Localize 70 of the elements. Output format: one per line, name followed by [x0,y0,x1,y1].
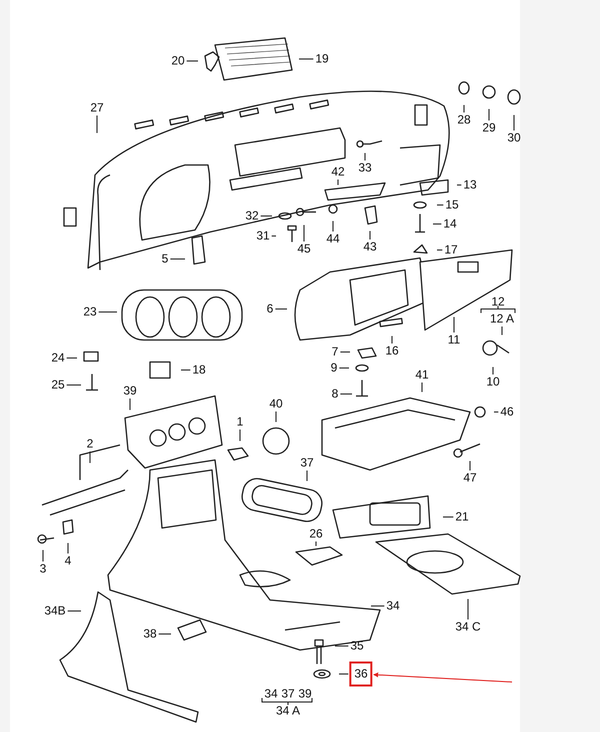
leader-line [42,550,44,562]
callout-number: 44 [325,232,341,246]
callout-number: 38 [142,628,158,640]
callout-number: 29 [481,122,497,134]
callout-number: 40 [268,398,284,410]
callout-number: 7 [330,346,340,358]
callout-number: 9 [330,362,338,374]
leader-line [442,516,454,518]
callout-number: 25 [50,378,66,392]
callout-number: 3 [38,562,48,576]
callout-number: 20 [170,54,186,68]
callout-number: 23 [82,306,98,318]
leader-line [488,108,490,121]
callout-number: 31 [255,230,271,242]
callout-number: 12 A [488,312,516,326]
callout-number: 14 [442,218,458,230]
callout-number: 39 [298,688,312,700]
leader-line [96,115,98,134]
leader-line [456,184,462,186]
callout-number: 37 [299,456,315,470]
leader-line [306,470,308,482]
callout-number: 16 [384,344,400,358]
leader-line [492,366,494,375]
callout-number: 46 [499,406,515,418]
leader-line [274,308,288,310]
callout-number: 27 [89,102,105,114]
callout-number: 43 [362,240,378,254]
callout-number: 11 [446,334,462,346]
callout-number: 2 [86,438,94,450]
leader-line [364,152,366,161]
callout-number: 41 [414,368,430,382]
callout-number: 37 [281,688,295,700]
callout-number: 34 C [454,620,482,634]
callout-number: 24 [50,352,66,364]
callout-number: 26 [308,528,324,540]
callout-number: 30 [506,132,522,144]
callout-number: 28 [456,114,472,126]
callout-number: 8 [330,388,340,400]
leader-line [332,220,334,232]
callout-number: 47 [462,472,478,484]
leader-line [66,384,82,386]
callout-number: 12 [491,296,505,308]
callout-number: 18 [191,364,207,376]
callout-number: 13 [462,178,478,192]
callout-number: 17 [443,244,459,256]
leader-line [298,58,314,60]
leader-line [67,610,82,612]
callout-number: 5 [160,252,170,266]
callout-number: 33 [357,162,373,174]
callout-number: 32 [244,210,260,222]
callout-number: 21 [454,510,470,524]
callout-number: 19 [314,52,330,66]
leader-line [186,60,198,62]
leader-line [170,258,186,260]
callout-number: 34B [43,604,67,618]
callout-number: 42 [330,166,346,178]
callout-number: 15 [444,198,460,212]
callout-number: 35 [349,640,365,652]
arrow [373,672,512,682]
callout-number: 34 A [276,704,300,718]
callout-number: 6 [266,302,274,316]
callout-number: 39 [122,384,138,398]
callout-number: 34 [264,688,278,700]
callout-number: 4 [64,554,72,568]
leader-line [436,204,444,206]
callout-number: 34 [385,600,401,612]
callout-number: 45 [296,242,312,256]
callout-number: 1 [236,416,244,428]
highlighted-callout-number: 36 [349,662,373,686]
callout-number: 10 [485,376,501,388]
